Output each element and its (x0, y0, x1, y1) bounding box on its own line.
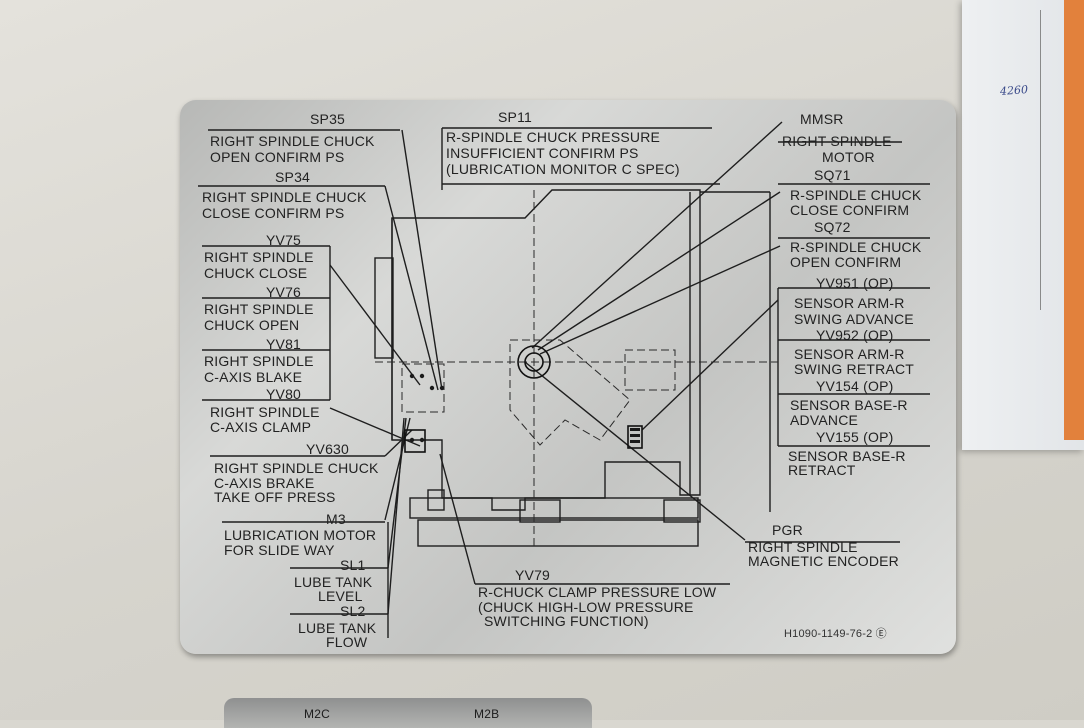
sl1-desc-1: LUBE TANK (294, 574, 373, 590)
diagram-plate: SP35 RIGHT SPINDLE CHUCK OPEN CONFIRM PS… (180, 100, 956, 654)
handwritten-note: 4260 (999, 83, 1029, 98)
sl2-desc-1: LUBE TANK (298, 620, 377, 636)
pgr-desc-1: RIGHT SPINDLE (748, 539, 858, 555)
yv75-desc-2: CHUCK CLOSE (204, 265, 308, 281)
sp35-desc-1: RIGHT SPINDLE CHUCK (210, 133, 375, 149)
m3-desc-2: FOR SLIDE WAY (224, 542, 335, 558)
mmsr-desc-2: MOTOR (822, 149, 875, 165)
sp11-code: SP11 (498, 109, 533, 125)
yv79-desc-3: SWITCHING FUNCTION) (484, 613, 649, 629)
yv76-desc-1: RIGHT SPINDLE (204, 301, 314, 317)
sq72-code: SQ72 (814, 219, 851, 235)
yv952-desc-1: SENSOR ARM-R (794, 346, 905, 362)
pgr-desc-2: MAGNETIC ENCODER (748, 553, 899, 569)
sq71-code: SQ71 (814, 167, 851, 183)
yv76-code: YV76 (266, 284, 302, 300)
yv80-desc-1: RIGHT SPINDLE (210, 404, 320, 420)
sp11-desc-3: (LUBRICATION MONITOR C SPEC) (446, 161, 680, 177)
sl1-desc-2: LEVEL (318, 588, 363, 604)
yv79-desc-2: (CHUCK HIGH-LOW PRESSURE (478, 599, 694, 615)
yv155-desc-2: RETRACT (788, 462, 856, 478)
yv154-desc-2: ADVANCE (790, 412, 859, 428)
part-number: H1090-1149-76-2 Ⓔ (784, 628, 887, 640)
yv630-desc-1: RIGHT SPINDLE CHUCK (214, 460, 379, 476)
yv79-desc-1: R-CHUCK CLAMP PRESSURE LOW (478, 584, 717, 600)
yv951-desc-1: SENSOR ARM-R (794, 295, 905, 311)
mmsr-desc-1: RIGHT SPINDLE (782, 133, 892, 149)
sl2-code: SL2 (340, 603, 366, 619)
yv81-desc-2: C-AXIS BLAKE (204, 369, 303, 385)
yv154-desc-1: SENSOR BASE-R (790, 397, 908, 413)
lower-plate: M2C M2B (224, 698, 592, 728)
yv75-code: YV75 (266, 232, 302, 248)
yv952-code: YV952 (OP) (816, 327, 894, 343)
yv79-code: YV79 (515, 567, 551, 583)
yv951-code: YV951 (OP) (816, 275, 894, 291)
sp34-desc-1: RIGHT SPINDLE CHUCK (202, 189, 367, 205)
sp34-code: SP34 (275, 169, 311, 185)
sq71-desc-1: R-SPINDLE CHUCK (790, 187, 922, 203)
yv80-code: YV80 (266, 386, 302, 402)
mmsr-code: MMSR (800, 111, 844, 127)
paper-ruler-line (1040, 10, 1041, 310)
yv76-desc-2: CHUCK OPEN (204, 317, 300, 333)
sl1-code: SL1 (340, 557, 366, 573)
yv155-desc-1: SENSOR BASE-R (788, 448, 906, 464)
yv75-desc-1: RIGHT SPINDLE (204, 249, 314, 265)
sp35-code: SP35 (310, 111, 346, 127)
posted-paper: 4260 (962, 0, 1084, 450)
yv630-desc-3: TAKE OFF PRESS (214, 489, 336, 505)
sq72-desc-1: R-SPINDLE CHUCK (790, 239, 922, 255)
lower-plate-left-label: M2C (304, 707, 330, 721)
yv81-desc-1: RIGHT SPINDLE (204, 353, 314, 369)
sq72-desc-2: OPEN CONFIRM (790, 254, 902, 270)
lower-plate-right-label: M2B (474, 707, 500, 721)
machine-schematic (198, 121, 930, 638)
yv154-code: YV154 (OP) (816, 378, 894, 394)
sl2-desc-2: FLOW (326, 634, 368, 650)
m3-code: M3 (326, 511, 346, 527)
sp11-desc-1: R-SPINDLE CHUCK PRESSURE (446, 129, 661, 145)
yv81-code: YV81 (266, 336, 302, 352)
orange-label-strip (1064, 0, 1084, 440)
yv630-code: YV630 (306, 441, 350, 457)
sp34-desc-2: CLOSE CONFIRM PS (202, 205, 345, 221)
yv630-desc-2: C-AXIS BRAKE (214, 475, 315, 491)
yv80-desc-2: C-AXIS CLAMP (210, 419, 312, 435)
pgr-code: PGR (772, 522, 803, 538)
yv951-desc-2: SWING ADVANCE (794, 311, 914, 327)
sp35-desc-2: OPEN CONFIRM PS (210, 149, 345, 165)
sp11-desc-2: INSUFFICIENT CONFIRM PS (446, 145, 639, 161)
yv952-desc-2: SWING RETRACT (794, 361, 915, 377)
m3-desc-1: LUBRICATION MOTOR (224, 527, 377, 543)
sq71-desc-2: CLOSE CONFIRM (790, 202, 910, 218)
yv155-code: YV155 (OP) (816, 429, 894, 445)
